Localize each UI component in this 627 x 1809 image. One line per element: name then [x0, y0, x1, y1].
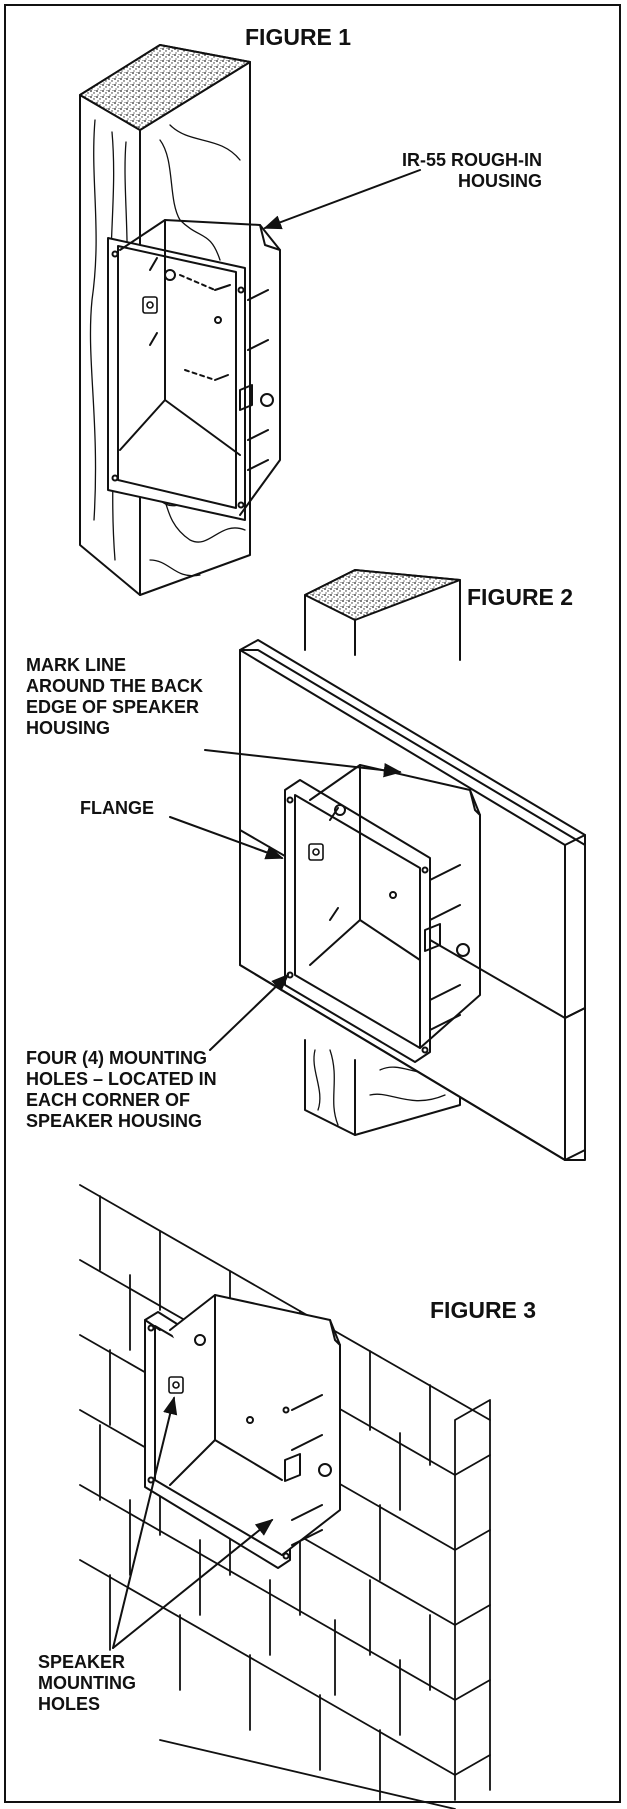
figure-2-mark-line-arrow — [204, 749, 402, 778]
callout-line: MARK LINE — [26, 655, 126, 675]
callout-line: EDGE OF SPEAKER — [26, 697, 200, 717]
figure-3-title: FIGURE 3 — [430, 1297, 537, 1323]
figure-1-housing — [107, 219, 281, 521]
callout-line: FOUR (4) MOUNTING — [26, 1048, 207, 1068]
callout-line: HOUSING — [457, 171, 542, 191]
callout-line: AROUND THE BACK — [26, 676, 203, 696]
figure-1-callout-housing: IR-55 ROUGH-IN HOUSING — [402, 150, 542, 192]
figure-3-callout-speaker-holes: SPEAKER MOUNTING HOLES — [38, 1652, 136, 1715]
figure-2-callout-flange: FLANGE — [80, 798, 154, 819]
figure-1-title: FIGURE 1 — [245, 24, 352, 50]
callout-line: IR-55 ROUGH-IN — [401, 150, 542, 170]
figure-1-callout-arrow — [263, 169, 421, 230]
figure-2-callout-mounting-holes: FOUR (4) MOUNTING HOLES – LOCATED IN EAC… — [26, 1048, 217, 1132]
callout-line: FLANGE — [80, 798, 154, 818]
callout-line: HOUSING — [26, 718, 111, 738]
page-border — [4, 4, 621, 1803]
figure-3-housing — [144, 1294, 341, 1569]
figure-2-stud — [304, 569, 461, 1136]
figure-2-housing — [284, 764, 481, 1063]
callout-line: SPEAKER — [38, 1652, 126, 1672]
callout-line: HOLES – LOCATED IN — [26, 1069, 217, 1089]
callout-line: EACH CORNER OF — [26, 1090, 191, 1110]
figure-2-holes-arrow — [209, 973, 290, 1051]
figure-1-stud — [79, 44, 251, 596]
figure-2-flange-arrow — [169, 816, 284, 860]
figure-2-callout-mark-line: MARK LINE AROUND THE BACK EDGE OF SPEAKE… — [26, 655, 203, 739]
callout-line: SPEAKER HOUSING — [26, 1111, 203, 1131]
figure-2-title: FIGURE 2 — [467, 584, 574, 610]
callout-line: HOLES — [38, 1694, 101, 1714]
figure-3-holes-arrow-right — [112, 1518, 274, 1649]
callout-line: MOUNTING — [38, 1673, 136, 1693]
figure-3-holes-arrow-left — [112, 1396, 178, 1649]
